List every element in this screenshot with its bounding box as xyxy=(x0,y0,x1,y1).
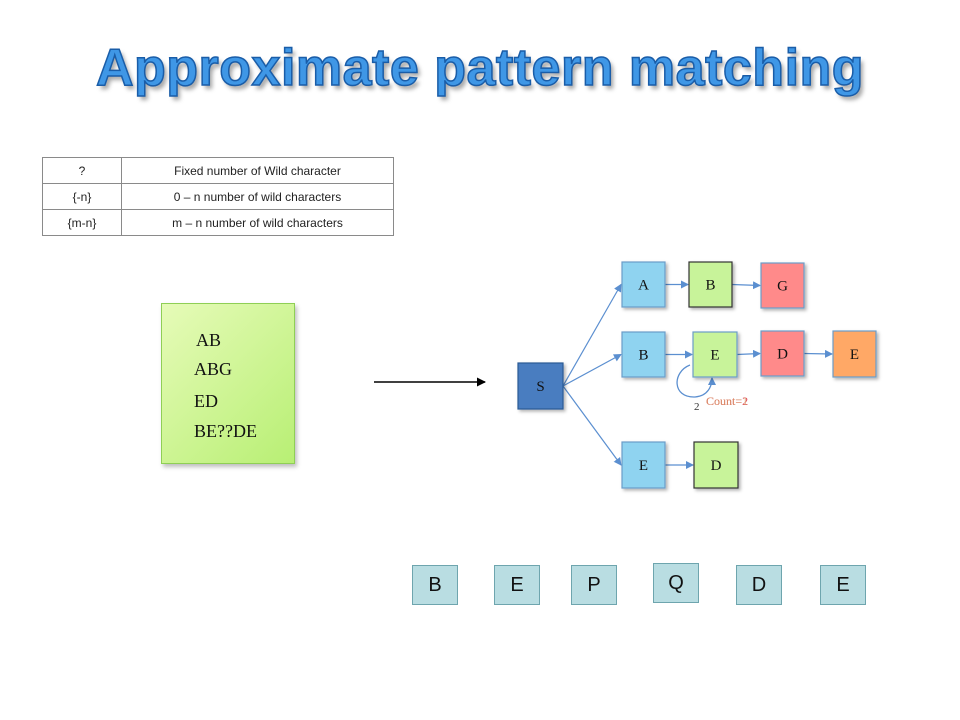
wildcard-meaning: Fixed number of Wild character xyxy=(121,157,394,184)
trie-edge xyxy=(731,281,761,290)
trie-edge xyxy=(803,349,833,358)
trie-nodes: S A B G B E D E E D xyxy=(517,261,877,489)
trie-edges xyxy=(562,280,833,469)
trie-edge xyxy=(562,283,622,387)
trie-node-box xyxy=(621,441,666,489)
trie-node-box xyxy=(760,262,805,309)
trie-edge xyxy=(736,349,761,358)
pattern-item: BE??DE xyxy=(194,421,257,441)
wildcard-meaning: 0 – n number of wild characters xyxy=(121,183,394,210)
trie-node-box xyxy=(688,261,733,308)
trie-node-box xyxy=(832,330,877,378)
wildcard-loop-arrow xyxy=(676,364,716,398)
trie-node-label: E xyxy=(710,348,719,364)
trie-node-label: D xyxy=(711,458,722,474)
trie-edge xyxy=(562,385,622,466)
input-char: Q xyxy=(653,563,699,603)
wildcard-symbol: {-n} xyxy=(42,183,122,210)
input-char: E xyxy=(820,565,866,605)
pattern-item: ABG xyxy=(194,359,233,379)
input-char: E xyxy=(494,565,540,605)
trie-node: E xyxy=(621,441,666,489)
wildcard-table: ? Fixed number of Wild character {-n} 0 … xyxy=(42,157,394,236)
pattern-item: ED xyxy=(194,391,218,411)
trie-node: B xyxy=(621,331,666,378)
trie-node: E xyxy=(692,331,738,378)
trie-node: A xyxy=(621,261,666,308)
trie-node-label: D xyxy=(777,347,788,363)
table-row: ? Fixed number of Wild character xyxy=(42,157,394,184)
table-row: {m-n} m – n number of wild characters xyxy=(42,209,394,236)
wildcard-symbol: ? xyxy=(42,157,122,184)
trie-node-label: S xyxy=(536,379,544,395)
count-label: Count=2 xyxy=(706,394,748,408)
input-char: P xyxy=(571,565,617,605)
count-label: Count=1 xyxy=(706,394,748,408)
trie-root-node: S xyxy=(517,362,564,410)
trie-node-box xyxy=(517,362,564,410)
trie-edge xyxy=(562,353,622,387)
trie-node-box xyxy=(621,261,666,308)
trie-node: D xyxy=(693,441,739,489)
pattern-list-card: AB ABG ED BE??DE xyxy=(161,303,295,464)
trie-node-box xyxy=(692,331,738,378)
trie-node-label: G xyxy=(777,279,788,295)
trie-node-label: B xyxy=(638,348,648,364)
pattern-item: AB xyxy=(196,330,222,350)
wildcard-meaning: m – n number of wild characters xyxy=(121,209,394,236)
trie-node: D xyxy=(760,330,805,377)
trie-node-box xyxy=(693,441,739,489)
table-row: {-n} 0 – n number of wild characters xyxy=(42,183,394,210)
trie-node: G xyxy=(760,262,805,309)
trie-node-box xyxy=(621,331,666,378)
trie-node-label: B xyxy=(705,278,715,294)
trie-node-label: E xyxy=(850,347,859,363)
wildcard-symbol: {m-n} xyxy=(42,209,122,236)
trie-node-box xyxy=(760,330,805,377)
trie-node-label: A xyxy=(638,278,649,294)
trie-node: E xyxy=(832,330,877,378)
input-char: D xyxy=(736,565,782,605)
trie-node-label: E xyxy=(639,458,648,474)
input-char: B xyxy=(412,565,458,605)
slide-title: Approximate pattern matching xyxy=(95,38,865,98)
loop-label: 2 xyxy=(694,401,700,413)
trie-node: B xyxy=(688,261,733,308)
